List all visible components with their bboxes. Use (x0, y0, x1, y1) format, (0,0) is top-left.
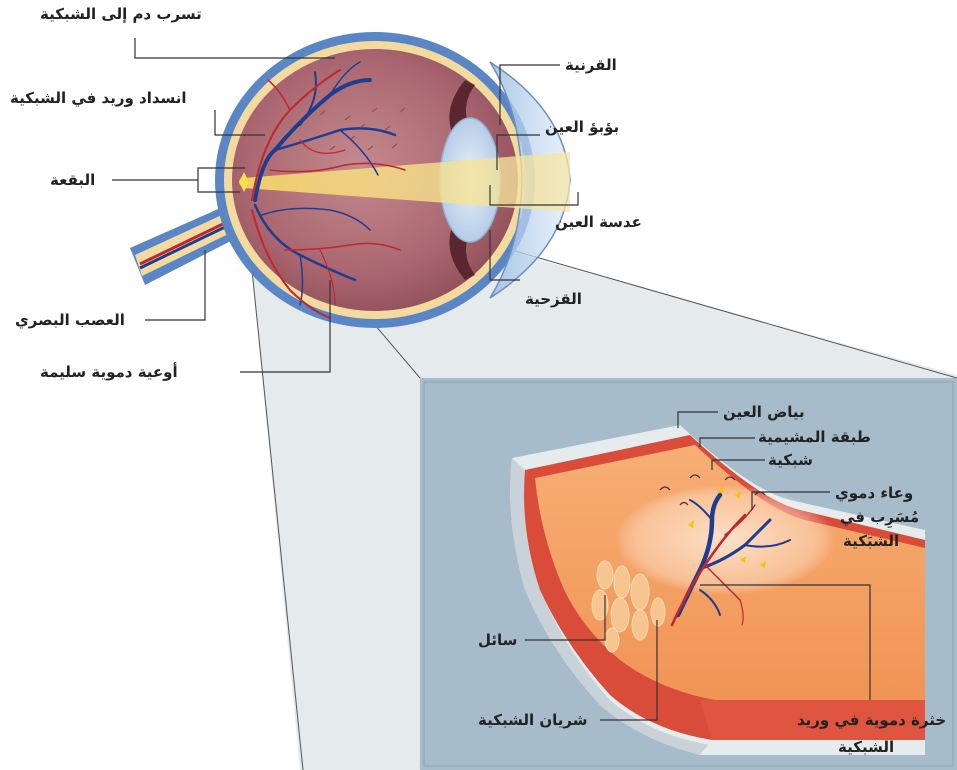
label-sclera: بياض العين (723, 403, 805, 421)
label-retinal-artery: شريان الشبكية (478, 711, 587, 729)
label-clot-1: خثرة دموية في وريد (797, 711, 946, 729)
label-choroid: طبقة المشيمية (758, 428, 871, 446)
label-iris: القزحية (525, 290, 582, 308)
label-leaking-vessel-3: الشبَكية (843, 532, 899, 550)
label-optic-nerve: العصب البصري (15, 311, 125, 329)
label-cornea: القرنية (565, 56, 617, 74)
label-lens: عدسة العين (555, 213, 642, 231)
label-leaking-vessel-1: وعاء دموي (835, 484, 913, 502)
label-healthy-vessels: أوعية دموية سليمة (40, 363, 178, 381)
label-fluid: سائل (478, 631, 517, 649)
label-pupil: بؤبؤ العين (545, 118, 619, 136)
label-leaking-vessel-2: مُسَرِب في (840, 508, 919, 526)
label-retinal-leak: تسرب دم إلى الشبكية (40, 5, 202, 23)
label-macula: البقعة (50, 171, 95, 189)
label-vein-occlusion: انسداد وريد في الشبكية (10, 89, 187, 107)
label-clot-2: الشبكية (838, 738, 894, 756)
label-retina: شبكية (768, 451, 813, 469)
